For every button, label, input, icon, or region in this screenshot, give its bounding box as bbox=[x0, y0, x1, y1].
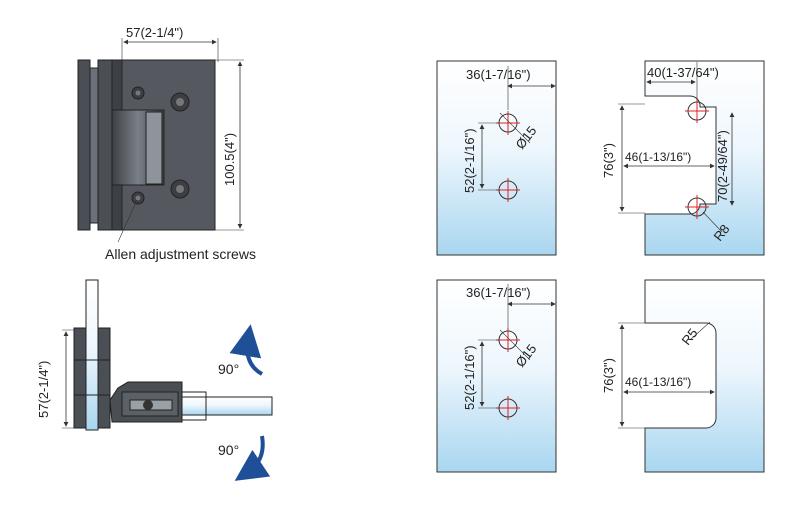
br-depth-label: 46(1-13/16") bbox=[625, 375, 691, 389]
hinge-width-label: 57(2-1/4") bbox=[126, 25, 183, 40]
screw-bottom-left bbox=[131, 191, 145, 205]
glass-panel-top-left: 36(1-7/16") 52(2-1/16") Ø15 bbox=[436, 60, 557, 256]
rotation-top-label: 90° bbox=[218, 361, 239, 377]
br-radius-label: R5 bbox=[679, 326, 701, 348]
tl-spacing-label: 52(2-1/16") bbox=[462, 128, 477, 193]
rotation-bottom-label: 90° bbox=[218, 442, 239, 458]
bl-spacing-label: 52(2-1/16") bbox=[462, 345, 477, 410]
tr-width-label: 40(1-37/64") bbox=[647, 65, 719, 80]
tl-edge-label: 36(1-7/16") bbox=[466, 67, 531, 82]
screw-top-left bbox=[131, 86, 145, 100]
hinge-front-view: 57(2-1/4") 100.5(4") bbox=[77, 25, 256, 262]
glass-panel-bottom-right: 76(3") 46(1-13/16") R5 bbox=[601, 279, 765, 473]
allen-screws-label: Allen adjustment screws bbox=[105, 246, 256, 262]
side-height-label: 57(2-1/4") bbox=[36, 361, 51, 418]
hinge-side-view: 57(2-1/4") 90° 90° bbox=[36, 279, 273, 481]
screw-top-right bbox=[170, 92, 190, 112]
tr-depth-label: 46(1-13/16") bbox=[625, 150, 691, 164]
screw-bottom-right bbox=[170, 179, 190, 199]
bl-edge-label: 36(1-7/16") bbox=[466, 285, 531, 300]
glass-panel-bottom-left: 36(1-7/16") 52(2-1/16") Ø15 bbox=[436, 279, 557, 473]
hinge-height-label: 100.5(4") bbox=[222, 133, 237, 186]
br-height-label: 76(3") bbox=[601, 358, 616, 393]
tr-height-label: 76(3") bbox=[601, 143, 616, 178]
glass-panel-top-right: 40(1-37/64") 76(3") 46(1-13/16") 70(2-49… bbox=[601, 60, 765, 256]
tr-hole-spacing-label: 70(2-49/64") bbox=[715, 130, 730, 202]
